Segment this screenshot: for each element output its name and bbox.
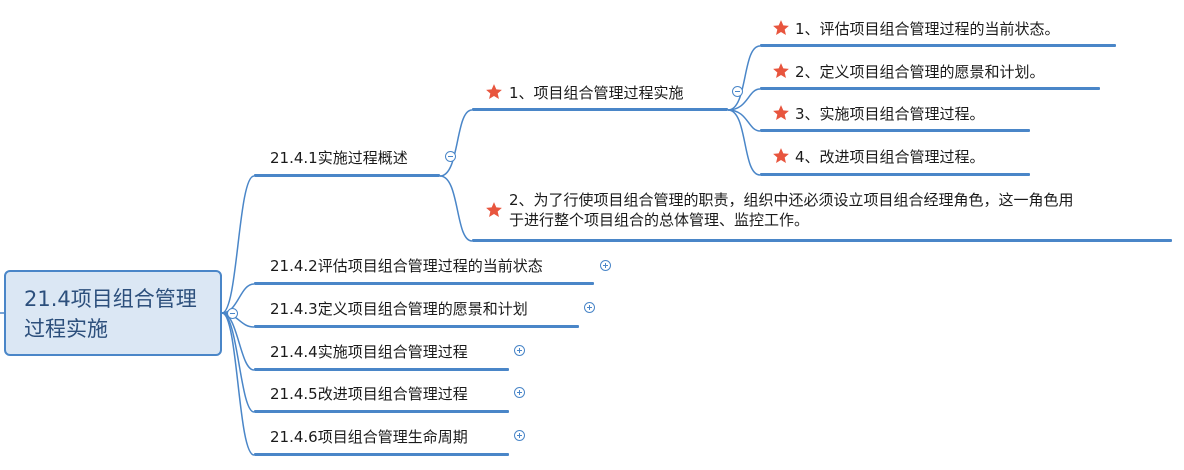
branch-topic[interactable]: 21.4.6项目组合管理生命周期 — [270, 428, 468, 446]
subtopic-line2: 于进行整个项目组合的总体管理、监控工作。 — [509, 211, 810, 229]
leaf-topic[interactable]: 2、定义项目组合管理的愿景和计划。 — [795, 63, 1045, 81]
subtopic-underline — [472, 239, 1172, 242]
collapse-subtopic-icon[interactable] — [732, 86, 743, 97]
expand-branch-icon[interactable] — [514, 387, 525, 398]
branch-topic[interactable]: 21.4.3定义项目组合管理的愿景和计划 — [270, 300, 528, 318]
branch-underline — [254, 410, 509, 413]
branch-underline — [254, 453, 509, 456]
subtopic[interactable]: 1、项目组合管理过程实施 — [509, 84, 684, 102]
leaf-underline — [760, 44, 1116, 47]
leaf-topic[interactable]: 3、实施项目组合管理过程。 — [795, 105, 985, 123]
leaf-topic[interactable]: 1、评估项目组合管理过程的当前状态。 — [795, 20, 1060, 38]
collapse-root-icon[interactable] — [227, 308, 238, 319]
root-topic[interactable]: 21.4项目组合管理 过程实施 — [4, 270, 222, 356]
subtopic-underline — [472, 108, 728, 111]
expand-branch-icon[interactable] — [584, 302, 595, 313]
leaf-underline — [760, 129, 1030, 132]
expand-branch-icon[interactable] — [600, 260, 611, 271]
star-icon — [773, 105, 789, 120]
star-icon — [486, 84, 502, 99]
branch-underline — [254, 368, 509, 371]
branch-underline — [254, 282, 594, 285]
root-topic-line2: 过程实施 — [24, 317, 108, 341]
branch-topic[interactable]: 21.4.1实施过程概述 — [270, 149, 408, 167]
expand-branch-icon[interactable] — [514, 345, 525, 356]
subtopic-multiline[interactable]: 2、为了行使项目组合管理的职责，组织中还必须设立项目组合经理角色，这一角色用 于… — [509, 190, 1074, 230]
leaf-underline — [760, 87, 1100, 90]
leaf-underline — [760, 173, 1030, 176]
branch-topic[interactable]: 21.4.5改进项目组合管理过程 — [270, 385, 468, 403]
branch-underline — [254, 325, 579, 328]
root-topic-line1: 21.4项目组合管理 — [24, 287, 197, 311]
leaf-topic[interactable]: 4、改进项目组合管理过程。 — [795, 148, 985, 166]
collapse-branch-icon[interactable] — [445, 151, 456, 162]
star-icon — [773, 148, 789, 163]
branch-topic[interactable]: 21.4.2评估项目组合管理过程的当前状态 — [270, 257, 543, 275]
subtopic-line1: 2、为了行使项目组合管理的职责，组织中还必须设立项目组合经理角色，这一角色用 — [509, 191, 1074, 209]
expand-branch-icon[interactable] — [514, 430, 525, 441]
branch-topic[interactable]: 21.4.4实施项目组合管理过程 — [270, 343, 468, 361]
star-icon — [486, 202, 502, 217]
branch-underline — [254, 174, 440, 177]
star-icon — [773, 63, 789, 78]
star-icon — [773, 20, 789, 35]
